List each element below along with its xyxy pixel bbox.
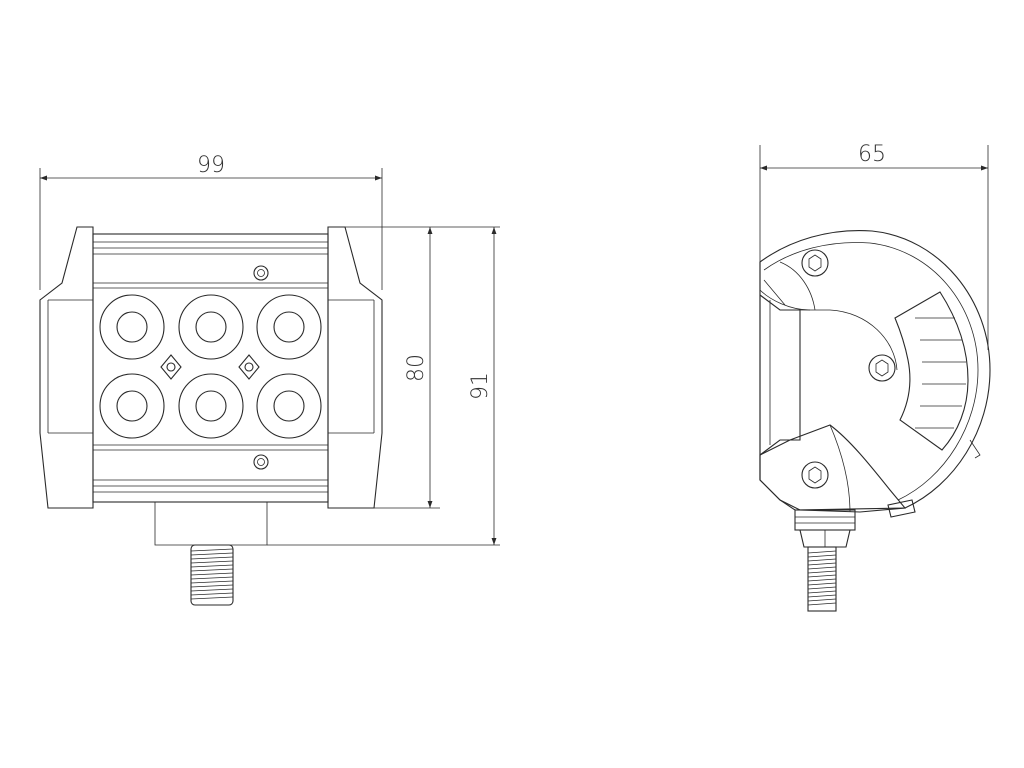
led-lens (178, 373, 244, 439)
pivot-screw (868, 354, 896, 382)
depth-dimension: 65 (759, 142, 989, 350)
led-lens-group (99, 294, 322, 439)
housing-body (92, 233, 329, 503)
right-end-cap (327, 226, 383, 509)
lower-bracket (759, 424, 907, 513)
led-lens (99, 373, 165, 439)
width-dimension-label: 99 (197, 153, 225, 178)
front-view: 99 80 91 (39, 153, 500, 606)
front-bottom-screw (253, 454, 269, 470)
total-height-dimension: 91 (468, 227, 497, 545)
inner-height-dimension: 80 (404, 227, 433, 508)
threaded-bolt (190, 544, 234, 606)
side-view: 65 (759, 142, 991, 612)
side-threaded-bolt (807, 546, 837, 612)
led-lens (256, 294, 322, 360)
led-lens (256, 373, 322, 439)
cable-gland (887, 499, 916, 518)
side-bottom-screw (801, 461, 829, 489)
side-top-screw (801, 249, 829, 277)
depth-dimension-label: 65 (858, 142, 886, 167)
inner-height-label: 80 (404, 354, 429, 382)
width-dimension: 99 (39, 153, 383, 290)
led-lens (99, 294, 165, 360)
front-top-screw (253, 265, 269, 281)
side-housing-outline (759, 230, 991, 511)
base-nut (794, 509, 856, 548)
lens-retainer-screw (238, 354, 260, 380)
side-heat-fins (894, 291, 969, 451)
led-lens (178, 294, 244, 360)
lens-retainer-screw (160, 354, 182, 380)
mount-bracket (154, 502, 268, 546)
total-height-label: 91 (468, 372, 493, 400)
